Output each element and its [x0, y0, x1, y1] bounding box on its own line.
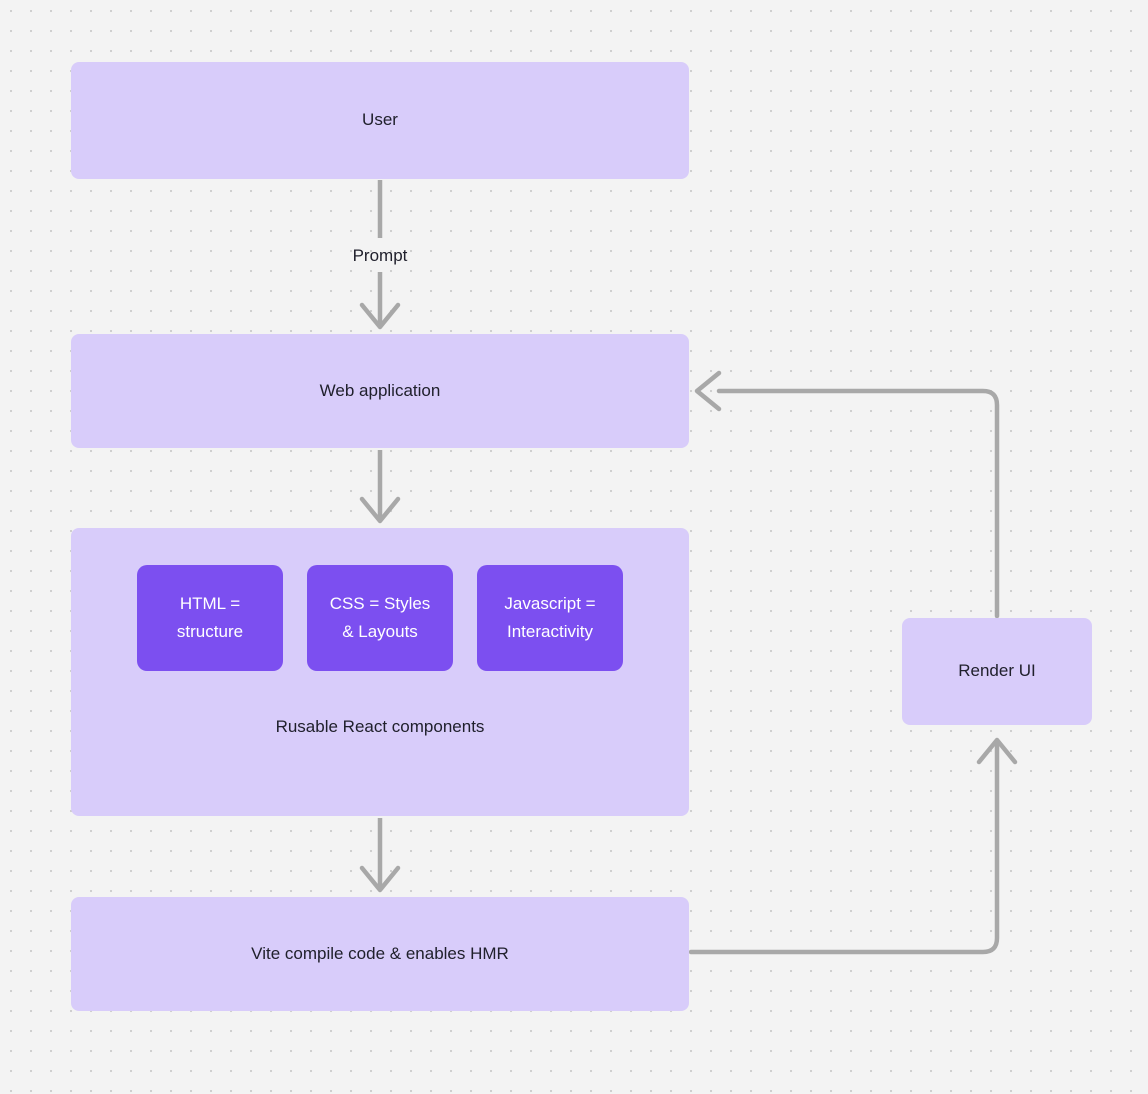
node-web-application[interactable]: Web application [71, 334, 689, 448]
node-web-application-label: Web application [319, 380, 441, 400]
chip-html[interactable]: HTML = structure [137, 565, 283, 671]
node-render-ui-label: Render UI [958, 661, 1036, 681]
edge-vite-to-render [688, 739, 1000, 955]
chip-css-line1: CSS = Styles [329, 593, 431, 613]
chip-javascript-line2: Interactivity [507, 622, 593, 641]
arrowhead-vite-to-render [976, 737, 1018, 765]
chip-javascript[interactable]: Javascript = Interactivity [477, 565, 623, 671]
node-vite[interactable]: Vite compile code & enables HMR [71, 897, 689, 1011]
chip-css-text: CSS = Styles & Layouts [330, 590, 431, 646]
chip-css-line2: & Layouts [342, 622, 418, 641]
arrowhead-webapp-to-components [359, 496, 401, 524]
node-react-components-container[interactable]: HTML = structure CSS = Styles & Layouts … [71, 528, 689, 816]
node-vite-label: Vite compile code & enables HMR [251, 943, 509, 963]
node-react-components-caption: Rusable React components [275, 717, 485, 736]
chip-css[interactable]: CSS = Styles & Layouts [307, 565, 453, 671]
chip-javascript-line1: Javascript = [504, 593, 596, 613]
arrowhead-render-to-webapp [694, 370, 722, 412]
edge-render-to-webapp [716, 388, 1000, 619]
node-user[interactable]: User [71, 62, 689, 179]
arrowhead-user-to-webapp [359, 302, 401, 330]
chip-javascript-text: Javascript = Interactivity [504, 590, 595, 646]
edge-label-prompt: Prompt [352, 246, 408, 265]
arrowhead-components-to-vite [359, 865, 401, 893]
chip-html-text: HTML = structure [177, 590, 243, 646]
node-render-ui[interactable]: Render UI [902, 618, 1092, 725]
node-user-label: User [362, 110, 398, 130]
chip-html-line2: structure [176, 622, 244, 641]
chip-html-line1: HTML = [179, 593, 241, 613]
chip-row: HTML = structure CSS = Styles & Layouts … [71, 565, 689, 671]
